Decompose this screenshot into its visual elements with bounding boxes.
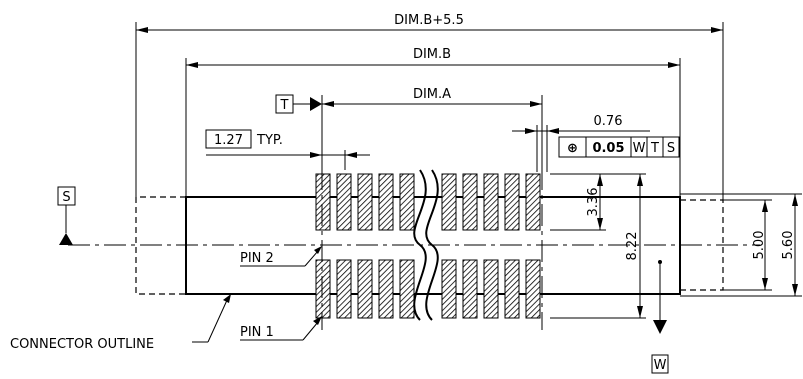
true-position-icon: ⊕ bbox=[567, 141, 578, 156]
top-pad bbox=[378, 173, 394, 231]
bottom-pad bbox=[441, 259, 457, 319]
tolerance-ref-3: S bbox=[667, 141, 675, 156]
top-pad bbox=[315, 173, 331, 231]
tolerance-ref-2: T bbox=[650, 141, 659, 156]
outer-width-label: 5.60 bbox=[781, 231, 796, 260]
top-pad bbox=[462, 173, 478, 231]
bottom-pad bbox=[336, 259, 352, 319]
bottom-pad bbox=[525, 259, 541, 319]
inner-width-label: 5.00 bbox=[752, 231, 767, 260]
datum-w-box bbox=[651, 354, 669, 374]
datum-w-label: W bbox=[654, 358, 667, 373]
position-tolerance-frame: ⊕ 0.05 W T S bbox=[558, 136, 680, 158]
top-pad-row bbox=[315, 173, 541, 231]
tolerance-value: 0.05 bbox=[592, 141, 624, 156]
connector-outline-label: CONNECTOR OUTLINE bbox=[10, 337, 154, 352]
bottom-pad bbox=[357, 259, 373, 319]
dim-a-label: DIM.A bbox=[413, 87, 451, 102]
bottom-pad bbox=[378, 259, 394, 319]
bottom-pad bbox=[504, 259, 520, 319]
pin2-label: PIN 2 bbox=[240, 251, 274, 266]
pitch-typ-label: TYP. bbox=[256, 133, 283, 148]
top-pad bbox=[357, 173, 373, 231]
break-line-right bbox=[425, 169, 439, 321]
pad-width-label: 0.76 bbox=[594, 114, 623, 129]
top-pad bbox=[504, 173, 520, 231]
pin1-label: PIN 1 bbox=[240, 325, 274, 340]
datum-t-label: T bbox=[280, 98, 289, 113]
top-pad bbox=[525, 173, 541, 231]
bottom-pad bbox=[315, 259, 331, 319]
datum-t-triangle bbox=[310, 97, 322, 111]
datum-s-label: S bbox=[62, 190, 70, 205]
top-pad bbox=[483, 173, 499, 231]
bottom-pad bbox=[483, 259, 499, 319]
bottom-pad bbox=[462, 259, 478, 319]
top-pad bbox=[399, 173, 415, 231]
datum-s-triangle bbox=[59, 233, 73, 245]
top-pad bbox=[336, 173, 352, 231]
pitch-basic-box bbox=[205, 129, 252, 149]
pad-length-label: 3.36 bbox=[586, 188, 601, 217]
bottom-pad-row bbox=[315, 259, 541, 319]
pitch-value: 1.27 bbox=[214, 133, 243, 148]
bottom-pad bbox=[399, 259, 415, 319]
break-line-left bbox=[413, 169, 427, 321]
connector-body bbox=[68, 196, 760, 295]
tolerance-ref-1: W bbox=[633, 141, 646, 156]
overall-dim-label: DIM.B+5.5 bbox=[394, 13, 464, 28]
connector-right-extension bbox=[680, 199, 724, 291]
dim-b-label: DIM.B bbox=[413, 47, 451, 62]
top-pad bbox=[441, 173, 457, 231]
connector-left-extension bbox=[135, 196, 186, 295]
pad-span-label: 8.22 bbox=[625, 232, 640, 261]
datum-w-triangle bbox=[653, 320, 667, 334]
